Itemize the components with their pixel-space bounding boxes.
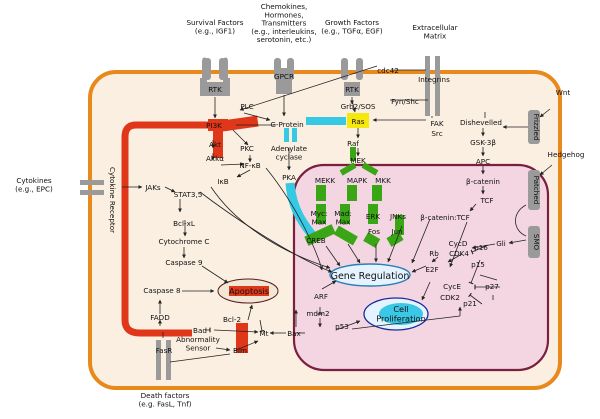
mapk-label: MAPK — [347, 176, 367, 185]
caspase9-label: Caspase 9 — [165, 258, 203, 267]
grb2-sos-label: Grb2/SOS — [341, 102, 376, 111]
receptor-integrins: Integrins — [418, 56, 450, 116]
p27-label: p27 — [485, 282, 499, 291]
chemokines-label: Chemokines,Hormones,Transmitters(e.g., i… — [251, 2, 316, 44]
rtk-1-label: RTK — [208, 85, 222, 94]
e2f-label: E2F — [425, 265, 438, 274]
creb-label: CREB — [306, 236, 326, 245]
mkk-label: MKK — [375, 176, 391, 185]
smo-label: SMO — [532, 234, 541, 251]
hedgehog-label: Hedgehog — [548, 150, 585, 159]
cyce-label: CycE — [443, 282, 461, 291]
tcf-label: TCF — [479, 196, 493, 205]
receptor-fasr: FasR — [156, 340, 173, 380]
mad-max-label: Mad:Max — [334, 209, 352, 226]
receptor-rtk-2: RTK — [341, 58, 363, 96]
cytochrome-label: Cytochrome C — [159, 237, 210, 246]
pi3k-label: PI3K — [206, 121, 222, 130]
pka-label: PKA — [282, 173, 296, 182]
bim-label: Bim — [233, 346, 247, 355]
bclxl-label: Bcl-xL — [173, 219, 195, 228]
caspase8-label: Caspase 8 — [143, 286, 181, 295]
mekk-label: MEKK — [315, 176, 335, 185]
rtk-2-label: RTK — [345, 85, 359, 94]
src-label: Src — [431, 129, 442, 138]
arf-label: ARF — [314, 292, 328, 301]
receptor-cytokine: Cytokine Receptor — [80, 167, 117, 233]
bcl2-label: Bcl-2 — [223, 315, 241, 324]
gpcr-label: GPCR — [274, 72, 294, 81]
g-protein-label: G-Protein — [270, 120, 303, 129]
nucleus — [292, 163, 550, 372]
mdm2-label: mdm2 — [306, 309, 329, 318]
fyn-shc-label: Fyn/Shc — [391, 97, 419, 106]
green-pathway — [304, 147, 404, 248]
akt-label: Akt — [209, 140, 221, 149]
cytokine-receptor-label: Cytokine Receptor — [108, 167, 117, 233]
receptor-smo: SMO — [528, 226, 541, 258]
fasr-label: FasR — [156, 346, 173, 355]
patched-label: Patched — [532, 176, 541, 205]
gli-label: Gli — [496, 239, 506, 248]
apc-label: APC — [476, 157, 490, 166]
akka-label: Akkα — [206, 154, 224, 163]
growth-factors-label: Growth Factors(e.g., TGFα, EGF) — [321, 18, 383, 35]
death-factors-label: Death factors(e.g. FasL, Tnf) — [138, 391, 191, 408]
red-pathway — [121, 115, 259, 353]
node-labels: cdc42 Fyn/Shc Grb2/SOS Ras FAK Src PLC G… — [143, 66, 505, 355]
fadd-label: FADD — [150, 313, 170, 322]
p21-label: p21 — [463, 299, 477, 308]
erk-label: ERK — [366, 212, 381, 221]
receptor-frizzled: Frizzled — [528, 110, 541, 144]
cytokines-label: Cytokines(e.g., EPC) — [15, 176, 53, 193]
frizzled-label: Frizzled — [532, 113, 541, 140]
myc-max-label: Myc:Max — [311, 209, 328, 226]
p16-label: p16 — [474, 243, 488, 252]
jnks-label: JNKs — [389, 212, 406, 221]
wnt-label: Wnt — [556, 88, 571, 97]
mek-label: MEK — [350, 156, 366, 165]
ras-highlight — [347, 113, 369, 128]
p15-label: p15 — [471, 260, 485, 269]
b-catenin-tcf-label: β-catenin:TCF — [420, 213, 469, 222]
receptor-gpcr: GPCR — [274, 58, 294, 94]
survival-factors-label: Survival Factors(e.g., IGF1) — [186, 18, 243, 35]
b-catenin-label: β-catenin — [466, 177, 500, 186]
raf-label: Raf — [347, 139, 359, 148]
receptor-rtk-1: RTK — [200, 57, 230, 96]
cdc42-label: cdc42 — [377, 66, 399, 75]
cdk4-label: CDK4 — [449, 249, 469, 258]
bax-label: Bax — [287, 329, 301, 338]
gene-regulation-node — [329, 263, 411, 287]
apoptosis-label: Apoptosis — [229, 286, 269, 296]
ras-label: Ras — [352, 117, 365, 126]
pkc-label: PKC — [240, 144, 254, 153]
cycd-label: CycD — [449, 239, 468, 248]
jun-label: Jun — [390, 227, 402, 236]
plc-label: PLC — [240, 102, 253, 111]
p53-label: p53 — [335, 322, 349, 331]
stat35-label: STAT3,5 — [174, 190, 203, 199]
arrows — [122, 65, 553, 363]
mt-label: Mt — [259, 329, 268, 338]
jaks-label: JAKs — [144, 183, 161, 192]
cdk2-label: CDK2 — [440, 293, 460, 302]
fak-label: FAK — [430, 119, 443, 128]
ikb-label: IκB — [217, 177, 228, 186]
gsk3b-label: GSK-3β — [470, 138, 496, 147]
nfkb-label: NF-κB — [239, 161, 260, 170]
integrins-label: Integrins — [418, 75, 450, 84]
dishevelled-label: Dishevelled — [460, 118, 502, 127]
rb-label: Rb — [429, 249, 439, 258]
receptor-patched: Patched — [528, 170, 541, 210]
gene-regulation-label: Gene Regulation — [331, 271, 410, 282]
fos-label: Fos — [368, 227, 380, 236]
bad-label: Bad — [193, 326, 207, 335]
